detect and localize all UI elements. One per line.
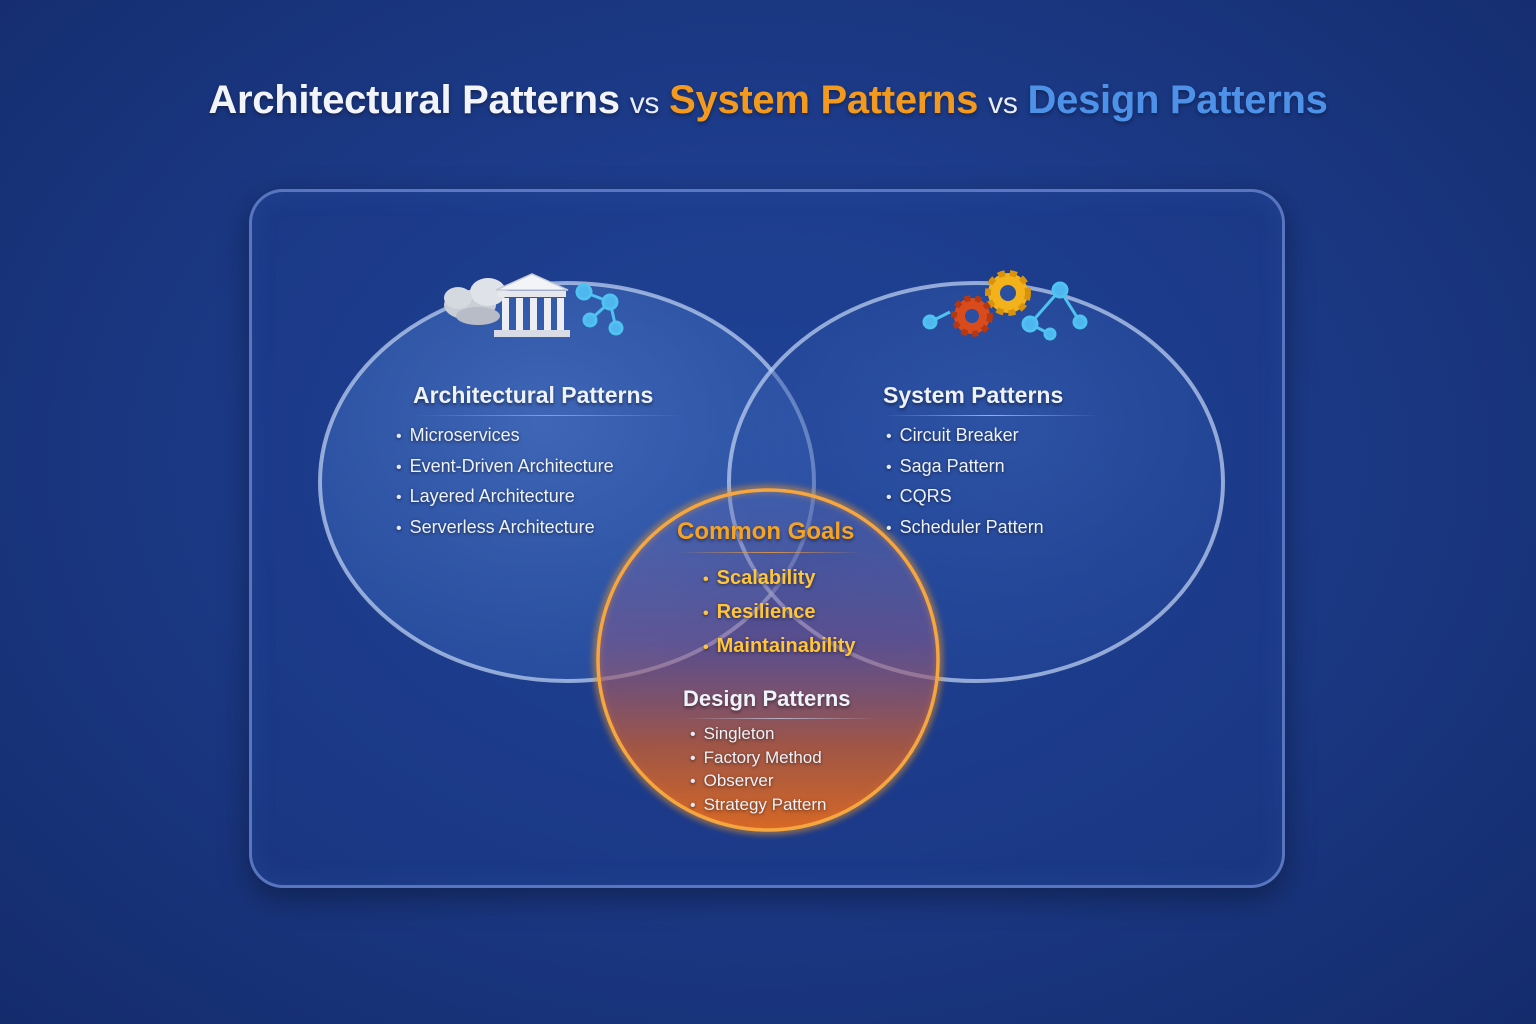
network-icon [575, 283, 624, 336]
design-heading: Design Patterns [683, 686, 879, 719]
system-heading-text: System Patterns [883, 382, 1064, 408]
list-item: CQRS [886, 482, 1044, 513]
design-list: Singleton Factory Method Observer Strate… [690, 723, 827, 818]
list-item: Saga Pattern [886, 452, 1044, 483]
title-system: System Patterns [669, 78, 979, 122]
title-vs-1: vs [629, 87, 660, 120]
list-item: Serverless Architecture [396, 513, 614, 544]
architectural-heading-rule [413, 415, 685, 416]
architectural-list: Microservices Event-Driven Architecture … [396, 421, 614, 543]
list-item: Maintainability [703, 630, 856, 664]
building-icon [494, 273, 570, 337]
list-item: Circuit Breaker [886, 421, 1044, 452]
system-heading: System Patterns [883, 382, 1099, 416]
system-heading-rule [883, 415, 1099, 416]
list-item: Microservices [396, 421, 614, 452]
gears-icon [951, 270, 1031, 337]
common-goals-heading-rule [677, 552, 863, 553]
common-goals-list: Scalability Resilience Maintainability [703, 562, 856, 664]
cloud-icon [444, 278, 506, 325]
list-item: Scheduler Pattern [886, 513, 1044, 544]
list-item: Observer [690, 770, 826, 794]
list-item: Strategy Pattern [690, 794, 827, 818]
list-item: Resilience [703, 596, 856, 630]
page-title: Architectural Patterns vs System Patterns v… [0, 78, 1536, 123]
list-item: Singleton [690, 723, 826, 747]
list-item: Factory Method [690, 747, 826, 771]
title-design: Design Patterns [1027, 78, 1328, 122]
common-goals-heading-text: Common Goals [677, 518, 855, 545]
common-goals-heading: Common Goals [677, 518, 863, 553]
title-architectural: Architectural Patterns [208, 78, 620, 122]
list-item: Layered Architecture [396, 482, 614, 513]
list-item: Scalability [703, 562, 856, 596]
system-network-icon [922, 281, 1088, 341]
architectural-heading: Architectural Patterns [413, 382, 685, 416]
design-heading-rule [683, 718, 879, 719]
title-vs-2: vs [988, 87, 1018, 120]
list-item: Event-Driven Architecture [396, 452, 614, 483]
design-heading-text: Design Patterns [683, 686, 851, 711]
architectural-heading-text: Architectural Patterns [413, 382, 654, 408]
system-list: Circuit Breaker Saga Pattern CQRS Schedu… [886, 421, 1044, 543]
